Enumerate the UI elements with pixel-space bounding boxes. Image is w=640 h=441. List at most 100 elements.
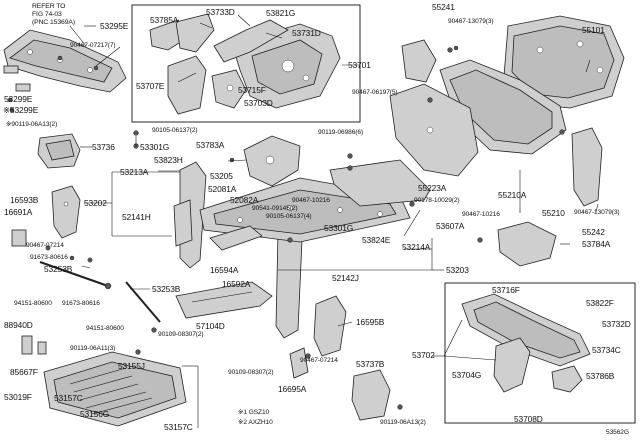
- label-53301G-b: 53301G: [324, 223, 354, 233]
- label-55101: 55101: [582, 25, 605, 35]
- part-member-53704G: [493, 337, 531, 393]
- part-gusset-53715F: [211, 69, 247, 109]
- label-53822F: 53822F: [586, 298, 614, 308]
- label-52081A: 52081A: [208, 184, 237, 194]
- part-extension-53784A: [497, 221, 557, 267]
- part-support-53203: [275, 225, 303, 339]
- label-53785A: 53785A: [150, 15, 179, 25]
- label-53295E: 53295E: [100, 21, 129, 31]
- label-55210A: 55210A: [498, 190, 527, 200]
- label-90119-06A13-b: 90119-06A13(2): [380, 419, 426, 426]
- label-53203: 53203: [446, 265, 469, 275]
- label-90119-06A13-a: ※90119-06A13(2): [6, 121, 58, 128]
- box-upper-apron-group: [131, 4, 361, 123]
- label-53708D: 53708D: [514, 414, 543, 424]
- ref-note-line-1: REFER TO: [32, 3, 66, 10]
- label-53701: 53701: [348, 60, 371, 70]
- footer-diagram-id: 53562G: [606, 429, 629, 436]
- label-90467-13079-a: 90467-13079(3): [448, 18, 494, 25]
- label-53786B: 53786B: [586, 371, 615, 381]
- footnote-2: ※2 AXZH10: [238, 419, 273, 426]
- label-53715F: 53715F: [238, 85, 266, 95]
- box-lower-apron-group: [444, 282, 636, 424]
- label-53704G: 53704G: [452, 370, 482, 380]
- label-53716F: 53716F: [492, 285, 520, 295]
- label-90109-08307-b: 90109-08307(2): [228, 369, 274, 376]
- label-57104D: 57104D: [196, 321, 225, 331]
- label-53783A: 53783A: [196, 140, 225, 150]
- part-bracket-16595B: [313, 295, 347, 357]
- label-16695A: 16695A: [278, 384, 307, 394]
- label-52142J: 52142J: [332, 273, 359, 283]
- label-90119-06986: 90119-06986(6): [318, 129, 364, 136]
- label-90467-10216-a: 90467-10216: [292, 197, 330, 204]
- part-grille-53155J: [43, 351, 187, 427]
- label-53253B-b: 53253B: [152, 284, 181, 294]
- part-shield-53737B: [351, 369, 391, 421]
- part-dash-panel-55101: [503, 15, 625, 109]
- part-support-53213A: [173, 161, 207, 269]
- part-screws-90467: [7, 55, 99, 113]
- label-53731D: 53731D: [292, 28, 321, 38]
- label-16595B: 16595B: [356, 317, 385, 327]
- label-94151-80600-b: 94151-80600: [86, 325, 124, 332]
- part-rod-53253B: [39, 255, 161, 323]
- part-brace-16594A: [209, 225, 263, 251]
- part-bracket-53783A: [243, 135, 301, 187]
- label-55241: 55241: [432, 2, 455, 12]
- part-member-53785A: [149, 13, 215, 53]
- label-53202: 53202: [84, 198, 107, 208]
- part-seal-53299E: [3, 65, 31, 92]
- label-90109-08307-a: 90109-08307(2): [158, 331, 204, 338]
- label-53702: 53702: [412, 350, 435, 360]
- label-53299E-alt: ※53299E: [3, 105, 39, 115]
- ref-note-line-2: FIG 74-03: [32, 11, 62, 18]
- label-53019F: 53019F: [4, 392, 32, 402]
- label-90119-06A11: 90119-06A11(3): [70, 345, 116, 352]
- part-bracket-55241: [401, 39, 437, 83]
- part-silencer-55223A: [389, 83, 479, 177]
- part-brace-53214A: [329, 159, 431, 207]
- part-member-53707E: [167, 55, 207, 115]
- label-52141H: 52141H: [122, 212, 151, 222]
- part-apron-53702: [461, 293, 591, 367]
- label-53703D: 53703D: [244, 98, 273, 108]
- label-53253B-a: 53253B: [44, 264, 73, 274]
- label-91673-80616-a: 91673-80616: [30, 254, 68, 261]
- label-16691A: 16691A: [4, 207, 33, 217]
- label-90467-07217: 90467-07217(7): [70, 42, 116, 49]
- label-16592A: 16592A: [222, 279, 251, 289]
- label-53607A: 53607A: [436, 221, 465, 231]
- label-90467-10216-b: 90467-10216: [462, 211, 500, 218]
- label-52082A: 52082A: [230, 195, 259, 205]
- label-53824E: 53824E: [362, 235, 391, 245]
- label-90467-07214-a: 90467-07214: [26, 242, 64, 249]
- part-brace-55242: [571, 127, 603, 207]
- label-90105-06137-4: 90105-06137(4): [266, 213, 312, 220]
- label-91673-80616-b: 91673-80616: [62, 300, 100, 307]
- part-apron-53731D: [213, 19, 289, 63]
- label-85667F: 85667F: [10, 367, 38, 377]
- label-90467-13079-b: 90467-13079(3): [574, 209, 620, 216]
- label-53155J: 53155J: [118, 361, 145, 371]
- label-16594A: 16594A: [210, 265, 239, 275]
- label-53707E: 53707E: [136, 81, 165, 91]
- label-55223A: 55223A: [418, 183, 447, 193]
- part-cowl-panel-53295E: [3, 29, 127, 93]
- label-53732D: 53732D: [602, 319, 631, 329]
- label-53214A: 53214A: [402, 242, 431, 252]
- label-55210: 55210: [542, 208, 565, 218]
- ref-note-line-3: (PNC 15369A): [32, 19, 75, 26]
- leader-lines: [69, 14, 599, 428]
- label-53821G: 53821G: [266, 8, 296, 18]
- footnote-1: ※1 GSZ10: [238, 409, 270, 416]
- label-94151-80600-a: 94151-80600: [14, 300, 52, 307]
- part-sensor-88940D: [21, 335, 47, 355]
- label-16593B: 16593B: [10, 195, 39, 205]
- part-bracket-16695A: [289, 347, 309, 379]
- label-53156G: 53156G: [80, 409, 110, 419]
- label-53736: 53736: [92, 142, 115, 152]
- label-90467-07214-b: 90467-07214: [300, 357, 338, 364]
- label-88940D: 88940D: [4, 320, 33, 330]
- label-53299E: 53299E: [4, 94, 33, 104]
